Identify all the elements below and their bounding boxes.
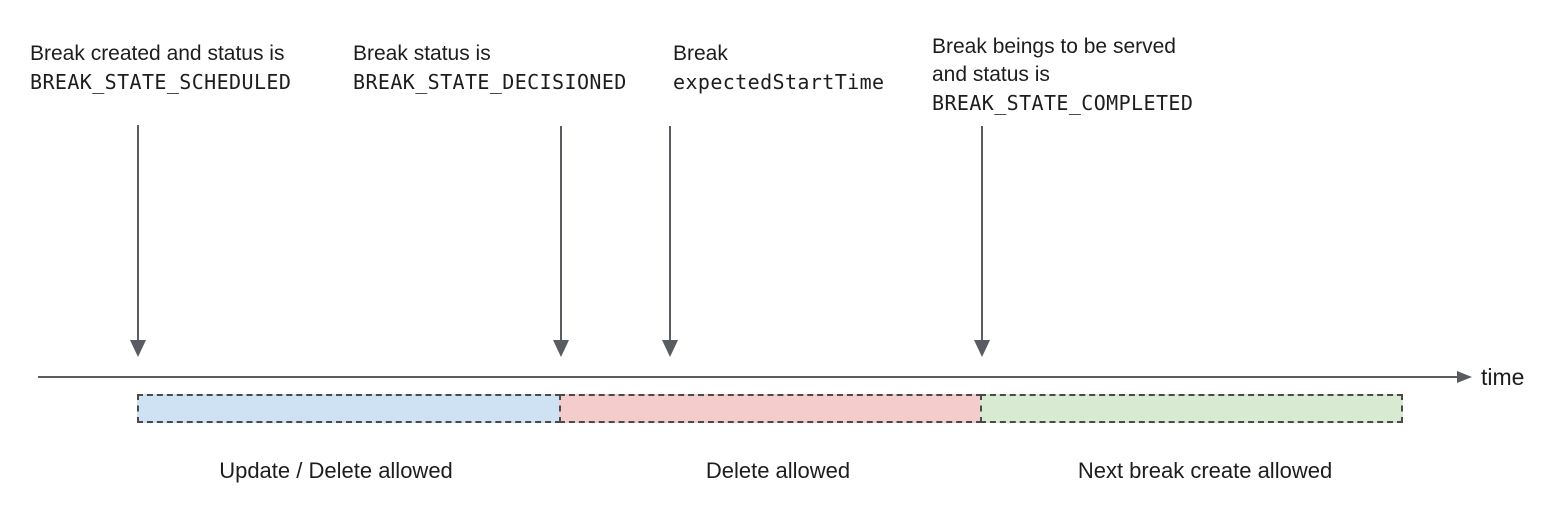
down-arrow-icon: [974, 126, 990, 357]
annotation-code: BREAK_STATE_COMPLETED: [932, 91, 1194, 115]
down-arrow-icon: [553, 126, 569, 357]
down-arrow-icon: [130, 125, 146, 357]
annotation-completed: Break beings to be served and status is …: [932, 33, 1193, 117]
annotation-text: Break: [673, 42, 728, 65]
time-label: time: [1481, 364, 1525, 390]
segment-delete: [559, 394, 982, 423]
annotation-code: expectedStartTime: [673, 70, 885, 94]
annotation-expected-start: Break expectedStartTime: [673, 40, 885, 96]
segment-label-delete: Delete allowed: [705, 458, 851, 483]
annotation-decisioned: Break status is BREAK_STATE_DECISIONED: [353, 40, 627, 96]
segment-label-update-delete: Update / Delete allowed: [219, 458, 453, 483]
annotation-text: Break beings to be served: [932, 35, 1176, 58]
annotation-text: and status is: [932, 63, 1050, 86]
down-arrow-icon: [662, 126, 678, 357]
segment-label-next-break: Next break create allowed: [1077, 458, 1333, 483]
annotation-text: Break created and status is: [30, 42, 285, 65]
segment-update-delete: [137, 394, 561, 423]
annotation-code: BREAK_STATE_DECISIONED: [353, 70, 627, 94]
annotation-text: Break status is: [353, 42, 491, 65]
timeline-axis: [38, 371, 1472, 383]
annotation-scheduled: Break created and status is BREAK_STATE_…: [30, 40, 291, 96]
annotation-code: BREAK_STATE_SCHEDULED: [30, 70, 292, 94]
segment-next-break: [980, 394, 1403, 423]
